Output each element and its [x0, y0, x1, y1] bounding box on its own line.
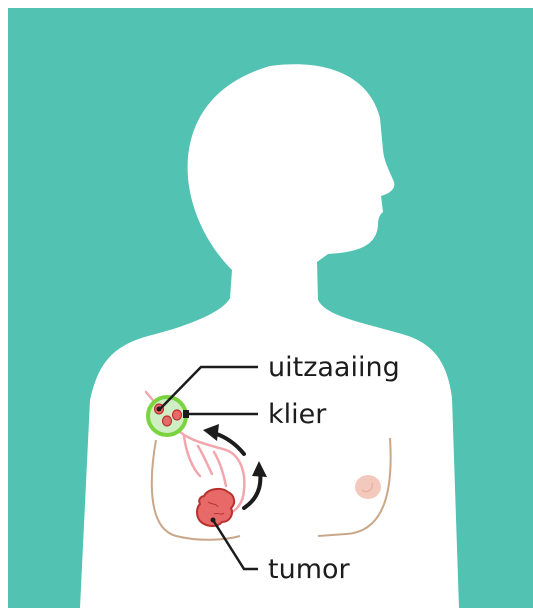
label-tumor: tumor — [268, 554, 351, 585]
metastasis-cell — [163, 416, 172, 426]
metastasis-cell — [173, 410, 182, 420]
label-gland: klier — [268, 399, 327, 430]
label-metastasis: uitzaaiing — [268, 352, 400, 383]
leader-dot-metastasis — [157, 407, 162, 412]
right-nipple — [355, 475, 381, 499]
leader-dot-tumor — [211, 518, 216, 523]
leader-end-gland — [183, 410, 189, 418]
